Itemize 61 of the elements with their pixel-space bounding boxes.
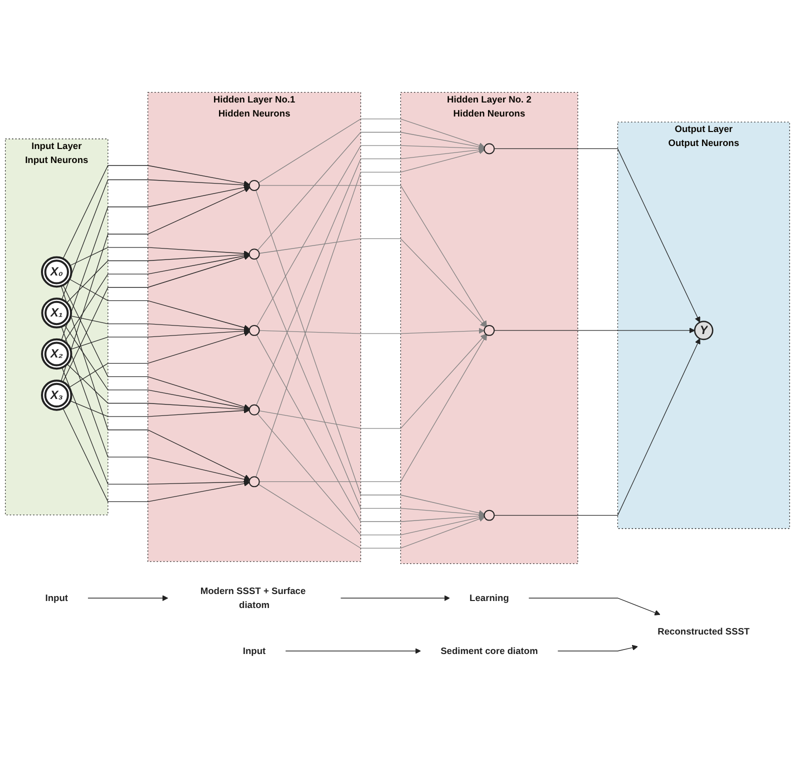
arrow: [258, 118, 485, 183]
arrow: [61, 184, 250, 340]
node-circle: X₀: [40, 256, 72, 288]
arrow: [62, 408, 250, 502]
arrow: [69, 278, 250, 330]
arrow: [528, 598, 660, 616]
cluster: Hidden Layer No.1 Hidden Neurons: [148, 92, 362, 562]
node-text: Learning: [470, 592, 509, 603]
arrow: [340, 595, 450, 601]
arrow: [258, 334, 486, 429]
arrow: [64, 324, 250, 411]
node-circle: X₂: [41, 338, 72, 370]
arrow: [256, 334, 484, 522]
arrow: [285, 648, 421, 654]
arrow: [62, 254, 250, 382]
arrow: [70, 246, 250, 266]
node-circle: [484, 324, 495, 336]
arrow: [256, 258, 484, 518]
arrow: [61, 179, 250, 300]
arrow: [256, 148, 485, 478]
node-text: Sediment core diatom: [440, 645, 538, 656]
arrow: [258, 238, 486, 327]
arrow: [258, 334, 487, 482]
arrow: [494, 327, 695, 334]
node-text: Input: [242, 645, 266, 656]
arrow: [68, 330, 250, 388]
node-circle: [248, 404, 260, 416]
arrow: [256, 146, 485, 406]
arrow: [60, 285, 250, 480]
node-text: Modern SSST + Surface diatom: [200, 585, 306, 610]
node-circle: [248, 248, 260, 260]
node-circle: X₃: [40, 379, 72, 411]
arrow: [257, 413, 485, 536]
node-text: Input: [45, 592, 68, 603]
cluster: Hidden Layer No. 2 Hidden Neurons: [400, 92, 578, 564]
node-text: Reconstructed SSST: [658, 626, 750, 636]
arrow: [66, 364, 250, 412]
arrow: [258, 484, 485, 548]
arrow: [558, 644, 638, 652]
arrow: [88, 595, 168, 601]
arrow: [60, 186, 250, 382]
node-circle: [248, 324, 260, 336]
arrow: [256, 190, 485, 516]
arrow: [258, 328, 484, 334]
arrow: [62, 284, 250, 410]
arrow: [70, 400, 250, 417]
arrow: [64, 252, 250, 342]
node-circle: Y: [694, 320, 714, 340]
arrow: [70, 328, 250, 350]
node-circle: X₁: [41, 297, 72, 328]
arrow: [62, 367, 250, 485]
arrow: [258, 184, 487, 326]
arrow: [494, 338, 700, 516]
node-circle: [484, 510, 495, 521]
arrow: [70, 315, 250, 333]
arrow: [61, 326, 250, 482]
node-circle: [484, 143, 495, 154]
node-circle: [248, 476, 260, 488]
arrow: [494, 148, 700, 322]
arrow: [62, 165, 250, 259]
node-circle: [248, 180, 260, 191]
